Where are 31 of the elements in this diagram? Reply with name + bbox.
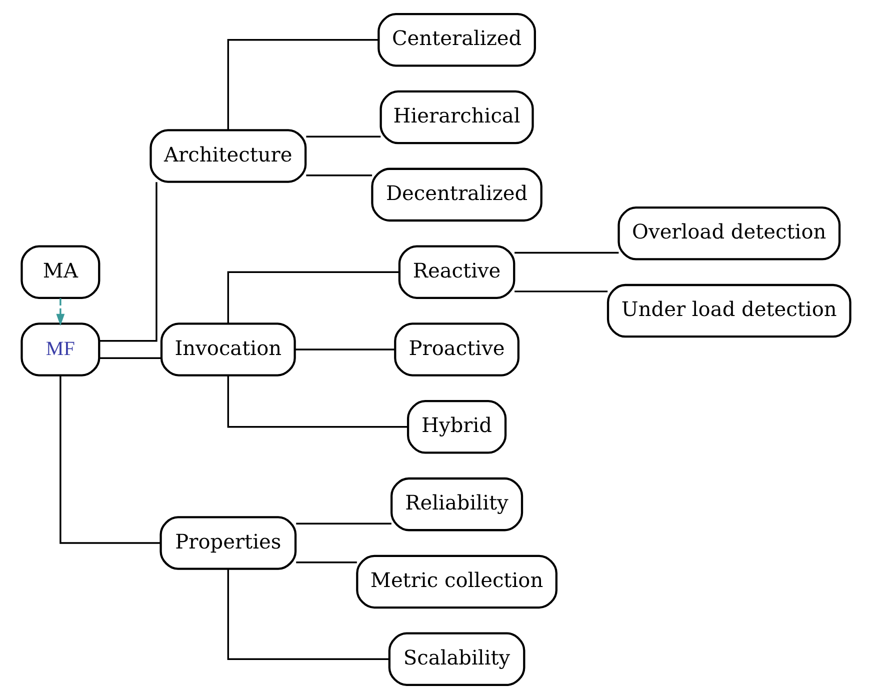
connector (59, 376, 160, 544)
connector (514, 252, 618, 254)
node-box: Overload detection (617, 206, 840, 260)
node-box: Architecture (149, 129, 306, 183)
connector (306, 136, 380, 138)
connector (296, 522, 391, 525)
node-box: Invocation (160, 322, 296, 376)
connector (514, 290, 608, 292)
node-box: MF (20, 322, 100, 376)
connector (294, 348, 395, 350)
connector (98, 357, 161, 359)
connector (226, 376, 408, 428)
node-box: Proactive (394, 322, 519, 376)
connector (296, 562, 356, 564)
node-box: Under load detection (606, 284, 851, 338)
node-box: Centeralized (377, 13, 536, 67)
node-box: Scalability (388, 632, 525, 686)
node-box: Hybrid (406, 400, 506, 454)
node-box: MA (20, 245, 100, 299)
node-box: Metric collection (356, 554, 557, 609)
connector (226, 569, 388, 660)
arrow (56, 298, 64, 326)
node-box: Reactive (398, 245, 515, 299)
connector (306, 174, 372, 176)
connector (99, 182, 157, 342)
node-box: Decentralized (370, 168, 542, 222)
connector (226, 39, 378, 130)
node-box: Reliability (390, 477, 523, 532)
connector (226, 271, 399, 324)
node-box: Hierarchical (379, 90, 534, 144)
node-box: Properties (159, 516, 296, 570)
